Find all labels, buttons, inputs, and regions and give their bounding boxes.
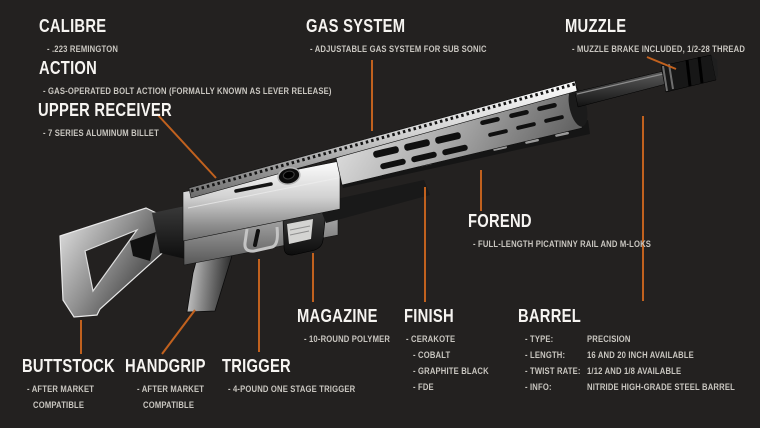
callout-detail: - GAS-OPERATED BOLT ACTION (FORMALLY KNO… bbox=[43, 86, 332, 96]
magazine-plate-line bbox=[289, 225, 311, 231]
trigger-guard-shape bbox=[243, 226, 279, 253]
callout-muzzle: MUZZLE - MUZZLE BRAKE INCLUDED, 1/2-28 T… bbox=[565, 16, 760, 57]
callout-title: GAS SYSTEM bbox=[306, 16, 406, 36]
callout-detail: - FDE bbox=[413, 382, 434, 392]
leader-line-muzzle bbox=[646, 56, 677, 70]
muzzle-brake-slot bbox=[697, 56, 704, 84]
callout-forend: FOREND - FULL-LENGTH PICATINNY RAIL AND … bbox=[468, 211, 682, 252]
spec-value: 1/12 AND 1/8 AVAILABLE bbox=[587, 366, 682, 376]
callout-action: ACTION - GAS-OPERATED BOLT ACTION (FORMA… bbox=[39, 58, 383, 99]
callout-title: UPPER RECEIVER bbox=[38, 100, 172, 120]
callout-handgrip: HANDGRIP - AFTER MARKET COMPATIBLE bbox=[125, 356, 223, 413]
callout-title: MAGAZINE bbox=[297, 306, 378, 326]
mlok-slots bbox=[373, 102, 564, 170]
buttstock-front-wedge bbox=[130, 232, 156, 261]
muzzle-brake-slot bbox=[685, 59, 692, 87]
callout-title: MUZZLE bbox=[565, 16, 627, 36]
spec-label: - INFO: bbox=[525, 382, 552, 392]
callout-title: BUTTSTOCK bbox=[22, 356, 115, 376]
leader-lines bbox=[80, 56, 677, 355]
callout-detail: - GRAPHITE BLACK bbox=[413, 366, 489, 376]
callout-gas-system: GAS SYSTEM - ADJUSTABLE GAS SYSTEM FOR S… bbox=[306, 16, 518, 57]
magwell-shape bbox=[318, 180, 430, 223]
callout-barrel: BARREL - TYPE: PRECISION - LENGTH: 16 AN… bbox=[518, 306, 760, 395]
callout-upper-receiver: UPPER RECEIVER - 7 SERIES ALUMINUM BILLE… bbox=[38, 100, 201, 141]
callout-magazine: MAGAZINE - 10-ROUND POLYMER bbox=[297, 306, 405, 347]
callout-title: FOREND bbox=[468, 211, 532, 231]
callout-detail: - ADJUSTABLE GAS SYSTEM FOR SUB SONIC bbox=[310, 44, 487, 54]
callout-trigger: TRIGGER - 4-POUND ONE STAGE TRIGGER bbox=[222, 356, 378, 397]
muzzle-brake-ring bbox=[662, 65, 668, 92]
buttstock-cutout bbox=[84, 228, 139, 293]
leader-line-upper-receiver bbox=[156, 113, 217, 179]
leader-line-handgrip bbox=[161, 309, 196, 355]
magazine-plate-line bbox=[289, 230, 310, 236]
callout-title: TRIGGER bbox=[222, 356, 291, 376]
callout-detail: COMPATIBLE bbox=[33, 400, 85, 410]
receiver-endplate-shape bbox=[152, 205, 190, 260]
magazine-plate bbox=[287, 219, 313, 244]
callout-detail: - 7 SERIES ALUMINUM BILLET bbox=[43, 128, 159, 138]
callout-detail: - AFTER MARKET bbox=[27, 384, 95, 394]
callout-calibre: CALIBRE - .223 REMINGTON bbox=[39, 16, 131, 57]
ejection-port bbox=[234, 182, 273, 193]
picatinny-rail-teeth bbox=[190, 82, 576, 193]
callout-buttstock: BUTTSTOCK - AFTER MARKET COMPATIBLE bbox=[22, 356, 135, 413]
callout-title: BARREL bbox=[518, 306, 581, 326]
receiver-crease bbox=[187, 177, 339, 209]
callout-detail: - CERAKOTE bbox=[406, 334, 456, 344]
callout-title: FINISH bbox=[404, 306, 454, 326]
spec-label: - TYPE: bbox=[525, 334, 554, 344]
callout-detail: - COBALT bbox=[413, 350, 451, 360]
barrel-spec-table: - TYPE: PRECISION - LENGTH: 16 AND 20 IN… bbox=[525, 331, 760, 395]
callout-finish: FINISH - CERAKOTE - COBALT - GRAPHITE BL… bbox=[404, 306, 502, 395]
barrel-highlight bbox=[576, 73, 664, 95]
spec-label: - LENGTH: bbox=[525, 350, 566, 360]
rifle-group bbox=[59, 54, 718, 318]
spec-value: 16 AND 20 INCH AVAILABLE bbox=[587, 350, 694, 360]
callout-title: ACTION bbox=[39, 58, 98, 78]
spec-label: - TWIST RATE: bbox=[525, 366, 581, 376]
callout-detail: COMPATIBLE bbox=[143, 400, 195, 410]
charging-handle-knob bbox=[277, 167, 301, 185]
callout-title: HANDGRIP bbox=[125, 356, 206, 376]
callout-detail: - 4-POUND ONE STAGE TRIGGER bbox=[228, 384, 356, 394]
callout-detail: - .223 REMINGTON bbox=[47, 44, 119, 54]
spec-value: NITRIDE HIGH-GRADE STEEL BARREL bbox=[587, 382, 735, 392]
callout-detail: - AFTER MARKET bbox=[137, 384, 205, 394]
muzzle-brake-ring bbox=[668, 63, 674, 90]
callout-title: CALIBRE bbox=[39, 16, 107, 36]
spec-value: PRECISION bbox=[587, 334, 631, 344]
callout-detail: - 10-ROUND POLYMER bbox=[304, 334, 391, 344]
callout-detail: - FULL-LENGTH PICATINNY RAIL AND M-LOKS bbox=[473, 239, 652, 249]
muzzle-tip bbox=[711, 55, 718, 80]
trigger-shape bbox=[253, 229, 260, 247]
callout-detail: - MUZZLE BRAKE INCLUDED, 1/2-28 THREAD bbox=[572, 44, 746, 54]
